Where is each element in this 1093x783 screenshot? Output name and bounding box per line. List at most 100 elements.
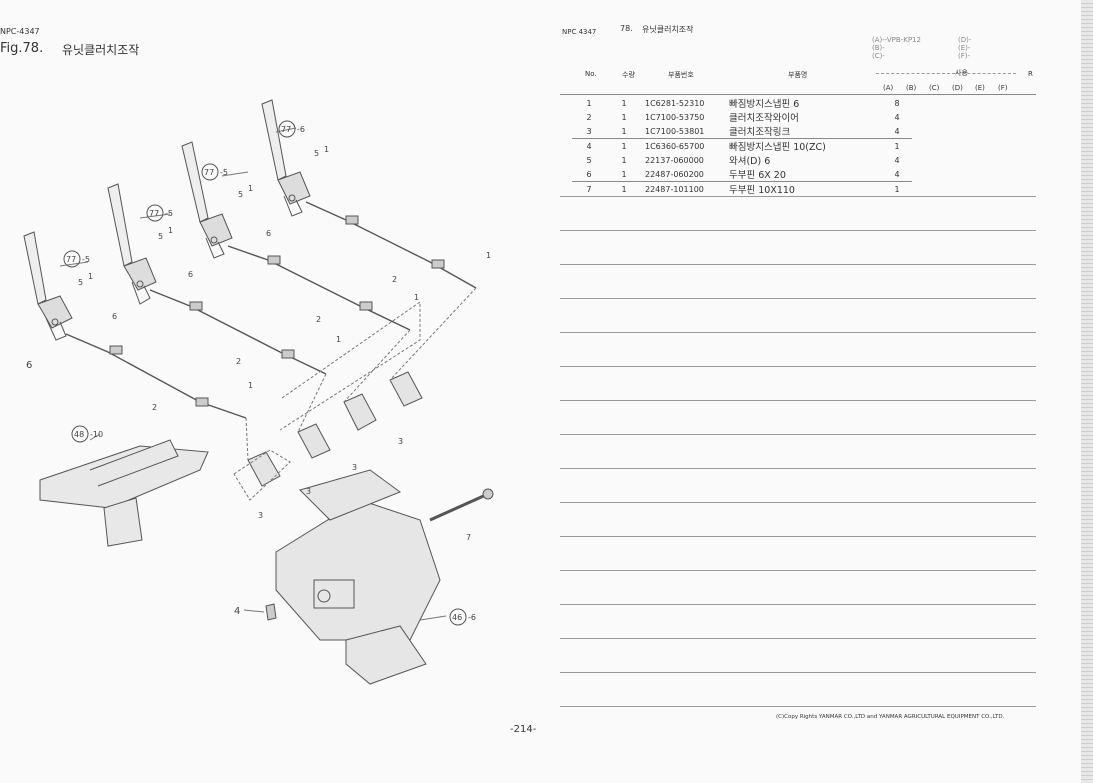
part-number-label: 3 (398, 437, 403, 446)
part-number-label: 1 (248, 184, 253, 193)
col-header-d: (D) (952, 84, 963, 92)
row-code: 1C6281-52310 (645, 98, 705, 108)
variant-code: (C)- (872, 52, 885, 60)
row-name: 빠짐방지스냅핀 10(ZC) (729, 142, 826, 153)
ruled-line (560, 468, 1036, 469)
clutch-lever-3 (181, 141, 233, 259)
part-number-label: 1 (168, 226, 173, 235)
ref-circle-46 (449, 608, 467, 626)
part-number-label: 3 (352, 463, 357, 472)
exploded-parts-diagram: 77 -6 77 -5 77 -5 77 -5 48 -10 46 -6 5 1… (23, 99, 494, 685)
right-header-code: NPC 4347 (562, 28, 597, 36)
table-row: 5 1 22137-060000 와셔(D) 6 4 (572, 153, 912, 168)
variant-code: (B)- (872, 44, 885, 52)
row-code: 1C7100-53750 (645, 112, 705, 122)
main-frame-46 (275, 469, 441, 685)
col-header-b: (B) (906, 84, 917, 92)
variant-code: (F)- (958, 52, 971, 60)
col-header-name: 부품명 (788, 71, 808, 79)
row-qty-a: 1 (894, 184, 900, 194)
row-no: 6 (586, 169, 592, 179)
part-number-label: 1 (336, 335, 341, 344)
left-fig-label: Fig.78. (0, 41, 44, 56)
table-row: 3 1 1C7100-53801 클러치조작링크 4 (572, 124, 912, 139)
part-number-label: 2 (316, 315, 321, 324)
variant-list-right: (D)- (E)- (F)- (958, 36, 971, 60)
ruled-line (560, 706, 1036, 707)
col-header-a: (A) (883, 84, 894, 92)
row-name: 클러치조작링크 (729, 127, 791, 138)
row-code: 22487-101100 (645, 184, 704, 194)
row-no: 7 (586, 184, 592, 194)
frame-bracket-48 (39, 439, 209, 547)
ref-circle-77-lever2 (146, 204, 164, 222)
ruled-line (560, 672, 1036, 673)
right-fig-title: 유닛클러치조작 (642, 25, 694, 34)
ruled-line (560, 400, 1036, 401)
row-no: 3 (586, 126, 592, 136)
row-qty-a: 4 (894, 169, 900, 179)
part-number-label: 6 (26, 360, 32, 371)
part-number-label: 4 (234, 606, 240, 617)
ruled-line (560, 298, 1036, 299)
row-qty: 1 (621, 169, 627, 179)
part-number-label: 6 (112, 312, 117, 321)
row-qty: 1 (621, 112, 627, 122)
ref-circle-77-lever3 (201, 163, 219, 181)
part-number-label: 1 (88, 272, 93, 281)
callout-77-lever4-suffix: -6 (297, 125, 305, 134)
page-number: -214- (510, 724, 537, 735)
ruled-line (560, 196, 1036, 197)
part-number-label: 6 (188, 270, 193, 279)
callout-77-lever1: 77 (66, 255, 76, 264)
ref-circle-48 (71, 425, 89, 443)
variant-code: (A)--VPB-KP12 (872, 36, 921, 44)
ruled-line (560, 230, 1036, 231)
variant-list-left: (A)--VPB-KP12 (B)- (C)- (872, 36, 921, 60)
table-row: 1 1 1C6281-52310 빠짐방지스냅핀 6 8 (572, 96, 912, 111)
callout-48: 48 (74, 430, 84, 439)
row-code: 22137-060000 (645, 155, 704, 165)
left-header-code: NPC-4347 (0, 27, 40, 36)
table-row: 2 1 1C7100-53750 클러치조작와이어 4 (572, 110, 912, 125)
ruled-line (560, 604, 1036, 605)
ruled-line (560, 638, 1036, 639)
row-code: 1C7100-53801 (645, 126, 705, 136)
callout-77-lever2: 77 (149, 209, 159, 218)
part-number-label: 1 (324, 145, 329, 154)
header-divider (560, 94, 1036, 95)
col-header-qty: 수량 (622, 71, 635, 79)
part-number-label: 1 (486, 251, 491, 260)
ref-circle-77-lever4 (278, 120, 296, 138)
row-qty: 1 (621, 184, 627, 194)
part-number-label: 3 (306, 487, 311, 496)
part-number-label: 1 (414, 293, 419, 302)
part-number-label: 5 (158, 232, 163, 241)
row-name: 두부핀 10X110 (729, 185, 795, 196)
variant-code: (D)- (958, 36, 972, 44)
row-no: 1 (586, 98, 592, 108)
right-fig-num: 78. (620, 24, 633, 33)
table-row: 6 1 22487-060200 두부핀 6X 20 4 (572, 167, 912, 182)
callout-77-lever4: 77 (281, 125, 291, 134)
row-qty: 1 (621, 155, 627, 165)
ruled-line (560, 536, 1036, 537)
callout-77-lever3-suffix: -5 (220, 168, 228, 177)
row-code: 22487-060200 (645, 169, 704, 179)
col-header-f: (F) (998, 84, 1008, 92)
row-qty-a: 1 (894, 141, 900, 151)
left-fig-title: 유닛클러치조작 (62, 43, 140, 57)
part-number-label: 5 (314, 149, 319, 158)
col-header-remark: R (1028, 70, 1033, 78)
row-qty-a: 8 (894, 98, 900, 108)
row-name: 두부핀 6X 20 (729, 170, 786, 181)
col-header-code: 부품번호 (668, 71, 694, 79)
ruled-line (560, 332, 1036, 333)
callout-46-suffix: -6 (468, 613, 476, 622)
table-row: 4 1 1C6360-65700 빠짐방지스냅핀 10(ZC) 1 (572, 139, 912, 154)
part-number-label: 1 (248, 381, 253, 390)
row-qty-a: 4 (894, 112, 900, 122)
parts-table: 1 1 1C6281-52310 빠짐방지스냅핀 6 8 2 1 1C7100-… (572, 96, 912, 196)
ruled-line (560, 366, 1036, 367)
col-header-c: (C) (929, 84, 940, 92)
